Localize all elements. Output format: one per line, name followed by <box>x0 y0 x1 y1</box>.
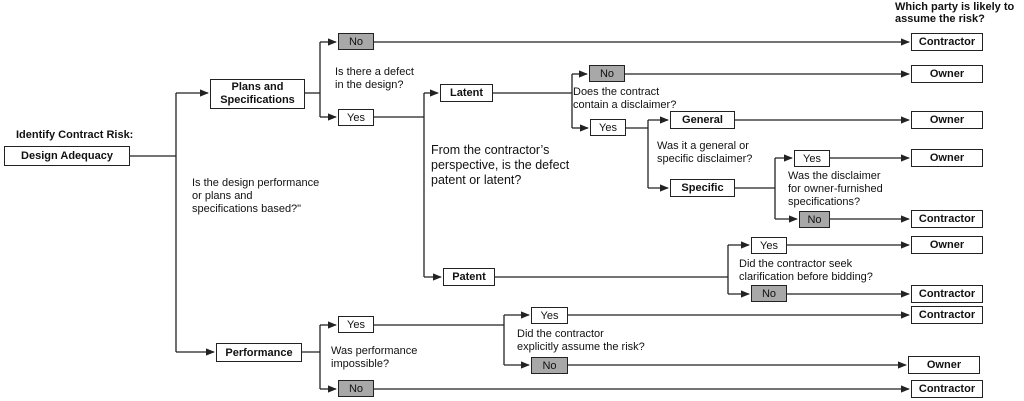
outcome-owner: Owner <box>911 65 983 83</box>
node-plans-and-specifications: Plans and Specifications <box>210 79 305 109</box>
answer-no-owner-furnished: No <box>799 211 830 228</box>
node-design-adequacy: Design Adequacy <box>4 146 130 166</box>
node-specific: Specific <box>670 179 735 197</box>
answer-yes-owner-furnished: Yes <box>794 150 830 167</box>
answer-yes-explicit-assume: Yes <box>531 307 568 324</box>
outcome-contractor: Contractor <box>911 210 983 228</box>
answer-no-clarification: No <box>751 285 787 302</box>
outcome-contractor: Contractor <box>911 285 983 303</box>
question-disclaimer: Does the contract contain a disclaimer? <box>573 86 677 111</box>
outcome-owner: Owner <box>911 111 983 129</box>
outcome-owner: Owner <box>908 356 980 374</box>
question-general-or-specific: Was it a general or specific disclaimer? <box>657 140 753 165</box>
node-general: General <box>670 111 735 129</box>
node-latent: Latent <box>440 84 493 102</box>
node-patent: Patent <box>443 268 495 286</box>
question-seek-clarification: Did the contractor seek clarification be… <box>739 258 873 283</box>
outcome-owner: Owner <box>911 236 983 254</box>
question-performance-impossible: Was performance impossible? <box>331 345 418 370</box>
risk-party-header: Which party is likely to assume the risk… <box>895 1 1015 25</box>
answer-no-design-defect: No <box>338 33 374 50</box>
answer-yes-performance-impossible: Yes <box>338 316 374 333</box>
outcome-owner: Owner <box>911 149 983 167</box>
node-performance: Performance <box>216 343 302 362</box>
question-design-basis: Is the design performance or plans and s… <box>192 177 320 215</box>
question-patent-or-latent: From the contractor’s perspective, is th… <box>431 143 570 187</box>
answer-yes-design-defect: Yes <box>338 109 374 126</box>
answer-no-disclaimer: No <box>589 65 625 82</box>
outcome-contractor: Contractor <box>911 33 983 51</box>
answer-yes-clarification: Yes <box>751 237 787 254</box>
question-defect-in-design: Is there a defect in the design? <box>335 66 414 91</box>
outcome-contractor: Contractor <box>911 306 983 324</box>
outcome-contractor: Contractor <box>911 380 983 398</box>
question-owner-furnished: Was the disclaimer for owner-furnished s… <box>788 170 883 208</box>
answer-yes-disclaimer: Yes <box>590 119 626 136</box>
answer-no-explicit-assume: No <box>531 357 568 374</box>
answer-no-performance-impossible: No <box>338 380 374 397</box>
question-explicitly-assume: Did the contractor explicitly assume the… <box>517 328 645 353</box>
identify-contract-risk-label: Identify Contract Risk: <box>16 129 134 141</box>
